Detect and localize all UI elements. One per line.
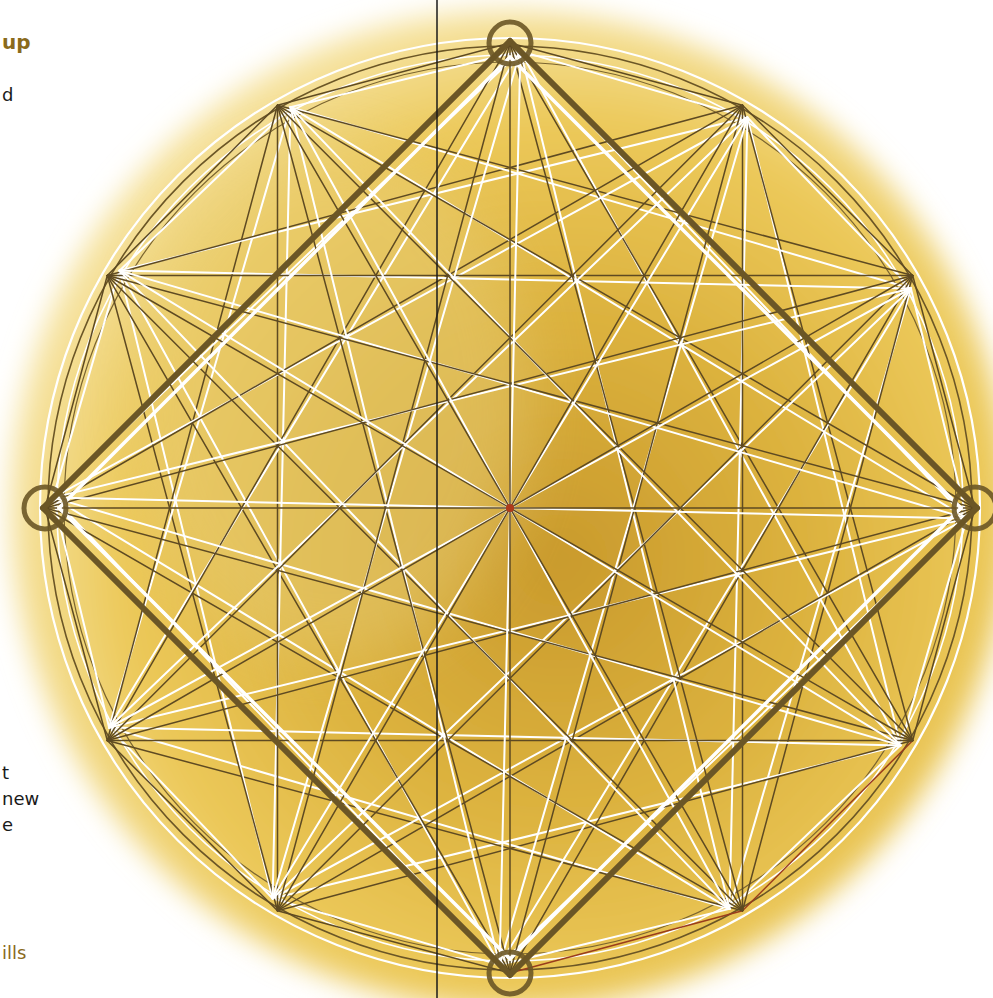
dark-chord xyxy=(743,741,913,911)
white-chord xyxy=(120,107,291,271)
vertex-ring xyxy=(489,952,531,994)
guide-line xyxy=(436,0,438,998)
white-chord xyxy=(120,271,901,746)
dark-chord xyxy=(278,105,913,740)
white-chord xyxy=(747,118,911,289)
vertex-ring xyxy=(489,22,531,64)
white-chord xyxy=(730,745,901,909)
white-chord xyxy=(109,728,273,899)
main-square xyxy=(43,508,510,975)
dark-chord xyxy=(107,105,277,275)
page-text-fragment: t xyxy=(2,762,9,784)
main-square xyxy=(510,508,977,975)
white-chord xyxy=(109,518,967,727)
white-chord xyxy=(291,107,901,745)
dark-chord xyxy=(107,741,277,911)
white-chord xyxy=(273,289,911,899)
dark-chord xyxy=(107,105,742,740)
center-dot xyxy=(506,504,514,512)
dark-chord xyxy=(278,276,913,911)
main-square-highlight xyxy=(59,57,510,508)
dark-chord xyxy=(743,105,913,275)
white-chord xyxy=(53,289,911,498)
dark-chord xyxy=(107,276,912,741)
white-chord xyxy=(291,107,500,965)
main-square-highlight xyxy=(510,508,961,959)
page-text-fragment: new xyxy=(2,788,39,810)
white-chord xyxy=(291,107,730,909)
vertex-ring xyxy=(954,487,993,529)
page-text-fragment: d xyxy=(2,84,13,106)
white-chord xyxy=(109,118,747,728)
main-square xyxy=(510,41,977,508)
main-square xyxy=(43,41,510,508)
page-text-fragment: up xyxy=(2,30,31,54)
white-chord xyxy=(120,271,730,909)
outer-circle xyxy=(40,38,980,978)
gold-glow xyxy=(10,10,993,998)
geometry-lines xyxy=(24,22,993,994)
vertex-ring xyxy=(24,487,66,529)
main-square-highlight xyxy=(510,57,961,508)
page-text-fragment: e xyxy=(2,814,13,836)
page-text-fragment: ills xyxy=(2,942,26,964)
main-square-highlight xyxy=(59,508,510,959)
dark-chord xyxy=(278,105,743,910)
dark-chord xyxy=(107,276,742,911)
white-chord xyxy=(520,51,729,909)
